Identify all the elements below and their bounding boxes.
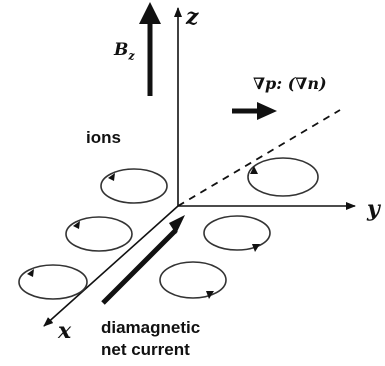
ion-orbit bbox=[247, 157, 319, 197]
gradient-arrow-head bbox=[257, 102, 277, 120]
x-axis bbox=[43, 205, 179, 327]
y-axis-label: y bbox=[367, 196, 380, 222]
current-label-line2: net current bbox=[101, 340, 190, 359]
current-arrow-shaft bbox=[101, 228, 178, 305]
z-axis-label: z bbox=[186, 4, 199, 30]
current-label-line1: diamagnetic bbox=[101, 318, 201, 337]
bz-arrow-head bbox=[139, 2, 161, 24]
ion-orbit bbox=[18, 264, 88, 300]
ion-orbit bbox=[159, 261, 227, 299]
gradient-dashed-line bbox=[177, 109, 341, 207]
x-axis-label: x bbox=[58, 318, 72, 344]
ion-orbit bbox=[203, 215, 271, 252]
bz-label: Bz bbox=[114, 40, 135, 62]
gradient-label: ∇p: (∇n) bbox=[253, 74, 327, 93]
current-arrow-head bbox=[169, 215, 185, 234]
ions-label: ions bbox=[86, 128, 121, 147]
bz-subscript: z bbox=[128, 49, 135, 63]
ion-orbit bbox=[100, 168, 168, 204]
ion-orbit bbox=[65, 216, 133, 252]
bz-symbol: B bbox=[114, 40, 129, 60]
